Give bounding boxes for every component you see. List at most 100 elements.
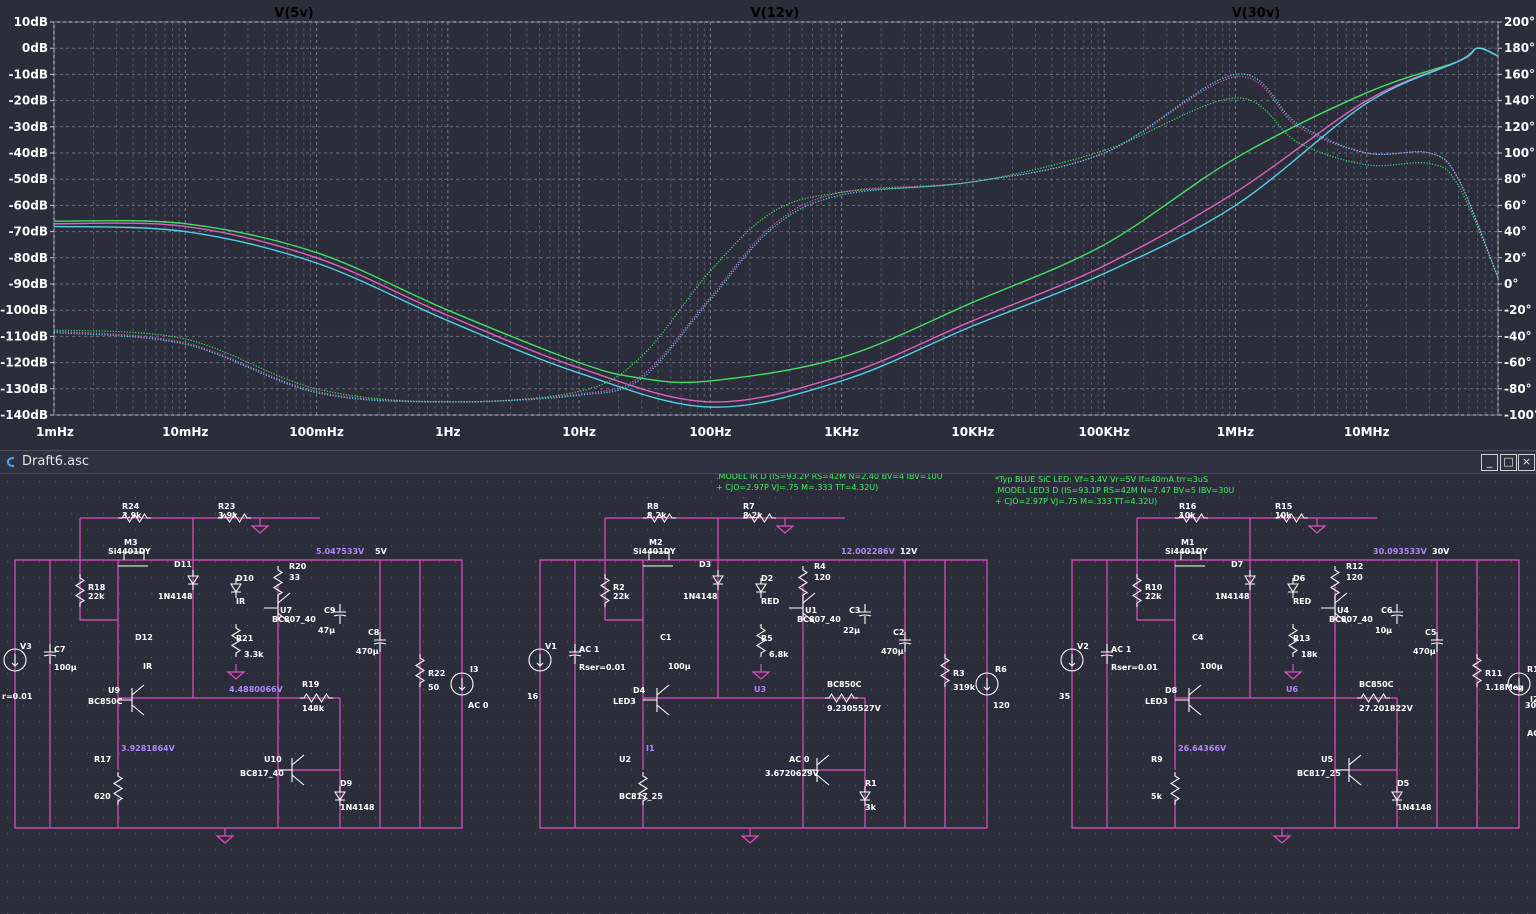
schematic-label[interactable]: D6 <box>1293 574 1306 583</box>
schematic-label[interactable]: 4.4880066V <box>229 685 284 694</box>
schematic-label[interactable]: R17 <box>94 755 111 764</box>
schematic-label[interactable]: 47µ <box>318 626 335 635</box>
schematic-label[interactable]: R16 <box>1179 502 1197 511</box>
schematic-label[interactable]: U7 <box>280 606 292 615</box>
schematic-label[interactable]: 16 <box>527 692 539 701</box>
resistor-symbol[interactable] <box>939 654 951 687</box>
schematic-label[interactable]: r=0.01 <box>2 692 33 701</box>
schematic-label[interactable]: 3.3k <box>244 650 264 659</box>
schematic-label[interactable]: R14 <box>1527 665 1536 674</box>
resistor-symbol[interactable] <box>1357 692 1390 704</box>
resistor-symbol[interactable] <box>1275 512 1308 524</box>
ground-symbol[interactable] <box>1272 828 1292 844</box>
schematic-label[interactable]: C7 <box>54 645 65 654</box>
trace-v12v-magnitude[interactable] <box>53 47 1499 403</box>
wire[interactable] <box>14 559 463 829</box>
schematic-label[interactable]: 470µ <box>1413 647 1436 656</box>
capacitor-symbol[interactable] <box>333 604 347 624</box>
schematic-label[interactable]: 10k <box>1179 511 1196 520</box>
source-symbol[interactable] <box>1060 648 1084 672</box>
schematic-label[interactable]: D8 <box>1165 686 1178 695</box>
schematic-label[interactable]: R7 <box>743 502 755 511</box>
trace-title-v5v[interactable]: V(5v) <box>274 6 313 21</box>
schematic-label[interactable]: 9.2305527V <box>827 704 882 713</box>
schematic-label[interactable]: M1 <box>1181 538 1195 547</box>
wire[interactable] <box>539 559 988 829</box>
schematic-label[interactable]: U2 <box>619 755 631 764</box>
capacitor-symbol[interactable] <box>898 632 912 652</box>
schematic-label[interactable]: BC817_25 <box>619 792 663 801</box>
diode-symbol[interactable] <box>1244 570 1256 590</box>
schematic-label[interactable]: 30.093533V <box>1373 547 1428 556</box>
schematic-label[interactable]: U3 <box>754 685 766 694</box>
schematic-label[interactable]: C6 <box>1381 606 1393 615</box>
schematic-label[interactable]: 1N4148 <box>683 592 718 601</box>
capacitor-symbol[interactable] <box>1390 604 1404 624</box>
resistor-symbol[interactable] <box>230 624 242 657</box>
schematic-label[interactable]: 50 <box>428 683 440 692</box>
schematic-label[interactable]: C5 <box>1425 628 1437 637</box>
schematic-label[interactable]: 22k <box>1145 592 1162 601</box>
schematic-label[interactable]: R1 <box>865 779 877 788</box>
schematic-label[interactable]: 3.9k <box>122 511 142 520</box>
schematic-label[interactable]: 35 <box>1059 692 1071 701</box>
capacitor-symbol[interactable] <box>1100 644 1114 664</box>
schematic-label[interactable]: R18 <box>88 583 106 592</box>
schematic-label[interactable]: R20 <box>289 562 307 571</box>
capacitor-symbol[interactable] <box>1430 632 1444 652</box>
diode-symbol[interactable] <box>712 570 724 590</box>
resistor-symbol[interactable] <box>825 692 858 704</box>
schematic-label[interactable]: 18k <box>1301 650 1318 659</box>
schematic-label[interactable]: D11 <box>174 560 192 569</box>
transistor-symbol[interactable] <box>1175 684 1202 716</box>
schematic-label[interactable]: 300 <box>1525 701 1536 710</box>
schematic-label[interactable]: M2 <box>649 538 663 547</box>
wire[interactable] <box>79 518 118 621</box>
schematic-label[interactable]: D2 <box>761 574 773 583</box>
transistor-symbol[interactable] <box>789 592 816 624</box>
spice-directive-line[interactable]: *Typ BLUE SiC LED: Vf=3.4V Vr=5V If=40mA… <box>995 475 1208 484</box>
schematic-label[interactable]: R9 <box>1151 755 1163 764</box>
schematic-label[interactable]: 12V <box>900 547 918 556</box>
ground-symbol[interactable] <box>226 664 246 680</box>
schematic-label[interactable]: 1N4148 <box>158 592 193 601</box>
schematic-label[interactable]: I1 <box>646 744 655 753</box>
schematic-label[interactable]: R2 <box>613 583 625 592</box>
schematic-label[interactable]: 120 <box>814 573 831 582</box>
close-button[interactable]: × <box>1518 454 1535 471</box>
schematic-label[interactable]: AC 1 <box>579 645 600 654</box>
resistor-symbol[interactable] <box>599 574 611 607</box>
schematic-label[interactable]: 3.9k <box>218 511 238 520</box>
schematic-label[interactable]: R15 <box>1275 502 1293 511</box>
circuit-mid[interactable]: R88.2kR78.2kM2Si4401DYR222kD31N4148D2RED… <box>527 502 1010 844</box>
schematic-label[interactable]: U1 <box>805 606 817 615</box>
circuit-right[interactable]: R1610kR1510kM1Si4401DYR1022kD71N4148D6RE… <box>1059 502 1536 844</box>
diode-symbol[interactable] <box>187 570 199 590</box>
resistor-symbol[interactable] <box>1471 654 1483 687</box>
resistor-symbol[interactable] <box>1169 772 1181 805</box>
schematic-label[interactable]: R11 <box>1485 669 1503 678</box>
resistor-symbol[interactable] <box>1329 566 1341 599</box>
schematic-label[interactable]: U10 <box>264 755 282 764</box>
resistor-symbol[interactable] <box>1287 624 1299 657</box>
resistor-symbol[interactable] <box>272 566 284 599</box>
transistor-symbol[interactable] <box>803 754 830 786</box>
schematic-label[interactable]: AC 0 <box>468 701 489 710</box>
schematic-label[interactable]: IR <box>236 597 245 606</box>
maximize-button[interactable]: □ <box>1500 454 1517 471</box>
schematic-label[interactable]: I2 <box>1530 695 1536 704</box>
schematic-label[interactable]: R24 <box>122 502 140 511</box>
resistor-symbol[interactable] <box>300 692 333 704</box>
schematic-label[interactable]: 30V <box>1432 547 1450 556</box>
schematic-label[interactable]: 33 <box>289 573 300 582</box>
schematic-label[interactable]: D4 <box>633 686 646 695</box>
schematic-label[interactable]: R23 <box>218 502 235 511</box>
schematic-label[interactable]: R13 <box>1293 634 1310 643</box>
transistor-symbol[interactable] <box>643 684 670 716</box>
schematic-label[interactable]: 100µ <box>1200 662 1223 671</box>
ground-symbol[interactable] <box>215 828 235 844</box>
mosfet-symbol[interactable] <box>1175 551 1205 567</box>
schematic-label[interactable]: R12 <box>1346 562 1363 571</box>
schematic-label[interactable]: BC850C <box>827 680 862 689</box>
transistor-symbol[interactable] <box>118 684 145 716</box>
